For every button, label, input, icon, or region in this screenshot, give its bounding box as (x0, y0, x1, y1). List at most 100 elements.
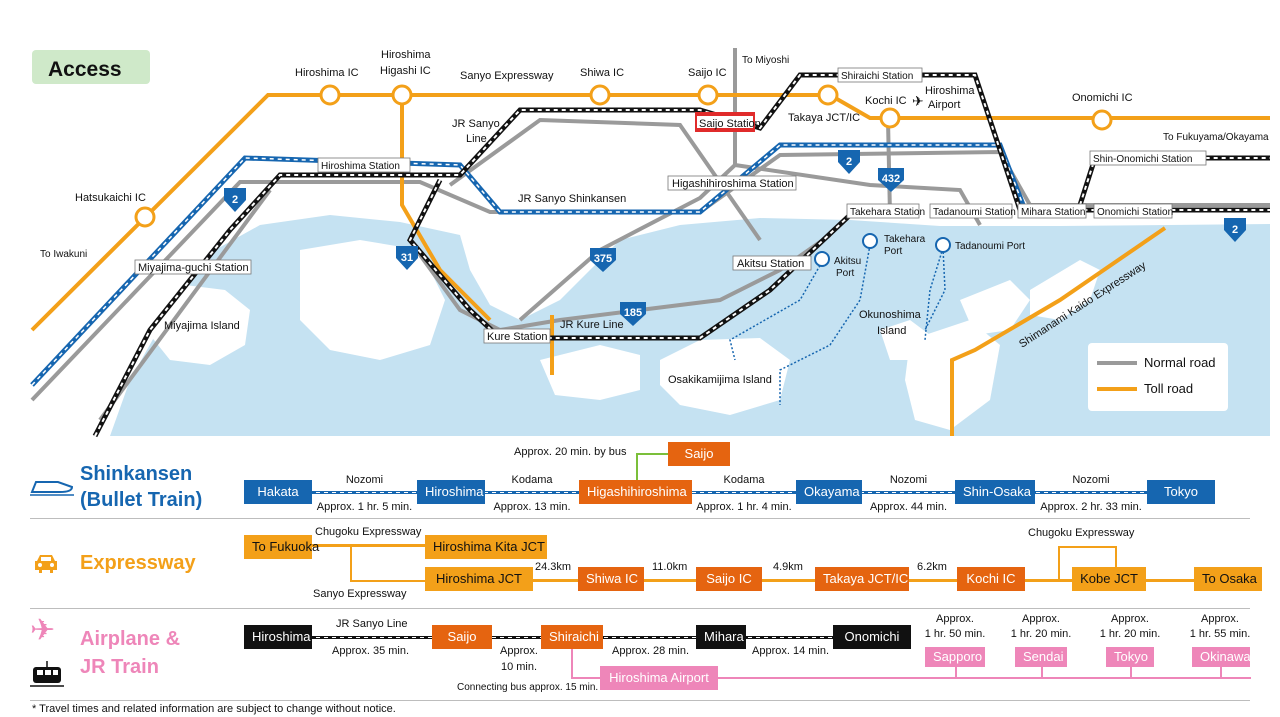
station-boxes (134, 67, 1207, 344)
jr-shiraichi: Shiraichi (541, 625, 603, 649)
chugoku-label-2: Chugoku Expressway (1028, 527, 1135, 539)
time-4: Approx. 14 min. (752, 645, 830, 657)
access-map: 2 2 2 31 375 185 432 Access Hiroshima IC… (30, 48, 1270, 438)
kure-land (300, 240, 445, 360)
map-title: Access (48, 58, 122, 81)
label-mihara-station: Mihara Station (1021, 207, 1085, 218)
flight-4-time-1: Approx. (1201, 613, 1239, 625)
innoshima-island (1030, 260, 1100, 320)
station-hiroshima: Hiroshima (417, 480, 485, 504)
label-takehara-station: Takehara Station (850, 207, 925, 218)
label-saijo-station: Saijo Station (699, 118, 761, 130)
airplane-icon: ✈ (30, 613, 56, 648)
seg3-train: Kodama (723, 474, 765, 486)
dist-4: 6.2km (917, 561, 947, 573)
kochi-ic: Kochi IC (957, 567, 1025, 591)
seg5-time: Approx. 2 hr. 33 min. (1040, 501, 1142, 513)
flight-1-time-1: Approx. (936, 613, 974, 625)
label-miyajima-island: Miyajima Island (164, 320, 240, 332)
bullet-train-icon (30, 481, 74, 496)
miyajima-island (150, 285, 250, 365)
label-hiroshima-station: Hiroshima Station (321, 161, 400, 172)
label-tadanoumi-port: Tadanoumi Port (955, 241, 1025, 252)
seg4-time: Approx. 44 min. (869, 501, 948, 513)
car-icon (35, 555, 57, 573)
time-2b: 10 min. (500, 661, 538, 673)
label-saijo-ic: Saijo IC (688, 67, 727, 79)
shiwa-ic: Shiwa IC (578, 567, 644, 591)
label-airport-1: Hiroshima (925, 85, 975, 97)
seg5-train: Nozomi (1072, 474, 1110, 486)
station-tokyo: Tokyo (1147, 480, 1215, 504)
label-shiraichi-station: Shiraichi Station (841, 71, 913, 82)
ferry-routes (729, 244, 946, 405)
seg1-time: Approx. 1 hr. 5 min. (316, 501, 413, 513)
legend-toll-road: Toll road (1144, 381, 1193, 396)
takaya-jct: Takaya JCT/IC (815, 567, 909, 591)
flight-2-time-2: 1 hr. 20 min. (1010, 628, 1072, 640)
route-shields (224, 150, 1246, 326)
shinkansen-title-2: (Bullet Train) (80, 489, 203, 511)
seg4-train: Nozomi (889, 474, 928, 486)
flight-2-time-1: Approx. (1022, 613, 1060, 625)
footnote: * Travel times and related information a… (32, 703, 396, 715)
legend-normal-road: Normal road (1144, 355, 1216, 370)
jr-onomichi: Onomichi (833, 625, 911, 649)
route-2-a: 2 (232, 194, 238, 206)
connecting-bus-note: Connecting bus approx. 15 min. (457, 682, 599, 693)
jr-mihara: Mihara (696, 625, 746, 649)
label-osakikamijima: Osakikamijima Island (668, 374, 772, 386)
label-miyajimaguchi-station: Miyajima-guchi Station (138, 262, 249, 274)
route-375: 375 (594, 253, 612, 265)
label-airport-2: Airport (928, 99, 960, 111)
label-hiroshima-higashi-2: Higashi IC (380, 65, 431, 77)
flight-4-time-2: 1 hr. 55 min. (1189, 628, 1251, 640)
route-432: 432 (882, 173, 900, 185)
label-takehara-port-2: Port (884, 246, 903, 257)
label-akitsu-port-1: Akitsu (834, 256, 861, 267)
label-kure-station: Kure Station (487, 331, 548, 343)
time-2a: Approx. (500, 645, 538, 657)
route-2-b: 2 (846, 156, 852, 168)
port-markers (814, 233, 951, 267)
label-to-fukuyama: To Fukuyama/Okayama (1163, 132, 1269, 143)
kure-east-land (540, 345, 640, 400)
station-shin-osaka: Shin-Osaka (955, 480, 1035, 504)
jr-sanyo-label: JR Sanyo Line (336, 618, 408, 630)
seg2-time: Approx. 13 min. (493, 501, 571, 513)
map-legend (1088, 343, 1228, 411)
label-shin-onomichi-station: Shin-Onomichi Station (1093, 154, 1193, 165)
route-185: 185 (624, 307, 642, 319)
flight-okinawa: Okinawa (1192, 647, 1251, 667)
flight-3-time-2: 1 hr. 20 min. (1099, 628, 1161, 640)
label-shiwa-ic: Shiwa IC (580, 67, 624, 79)
airplane-title-1: Airplane & (80, 628, 181, 650)
hiroshima-kita-jct: Hiroshima Kita JCT (425, 535, 547, 559)
airplane-icon: ✈ (912, 94, 924, 110)
label-akitsu-station: Akitsu Station (737, 258, 804, 270)
bus-note: Approx. 20 min. by bus (514, 446, 627, 458)
label-onomichi-ic: Onomichi IC (1072, 92, 1133, 104)
south-land-2 (960, 280, 1030, 335)
label-hiroshima-ic: Hiroshima IC (295, 67, 359, 79)
hiroshima-jct: Hiroshima JCT (425, 567, 533, 591)
label-tadanoumi-station: Tadanoumi Station (933, 207, 1016, 218)
label-hiroshima-higashi-1: Hiroshima (381, 49, 431, 61)
label-okunoshima-1: Okunoshima (859, 309, 922, 321)
label-akitsu-port-2: Port (836, 268, 855, 279)
chip-saijo: Saijo (668, 442, 730, 466)
chugoku-label-1: Chugoku Expressway (315, 526, 422, 538)
to-fukuoka: To Fukuoka (244, 535, 319, 559)
airplane-section: ✈ Airplane & JR Train Hiroshima JR Sanyo… (0, 609, 1280, 701)
station-higashihiroshima: Higashihiroshima (579, 480, 692, 504)
expressway-title: Expressway (80, 552, 196, 574)
label-jr-sanyo-shinkansen: JR Sanyo Shinkansen (518, 193, 626, 205)
route-31: 31 (401, 252, 413, 264)
label-takehara-port-1: Takehara (884, 234, 926, 245)
seg3-time: Approx. 1 hr. 4 min. (696, 501, 792, 513)
ic-markers (134, 84, 1113, 228)
station-okayama: Okayama (796, 480, 862, 504)
label-onomichi-station: Onomichi Station (1097, 207, 1173, 218)
flight-1-time-2: 1 hr. 50 min. (924, 628, 986, 640)
label-jr-kure-line: JR Kure Line (560, 319, 624, 331)
